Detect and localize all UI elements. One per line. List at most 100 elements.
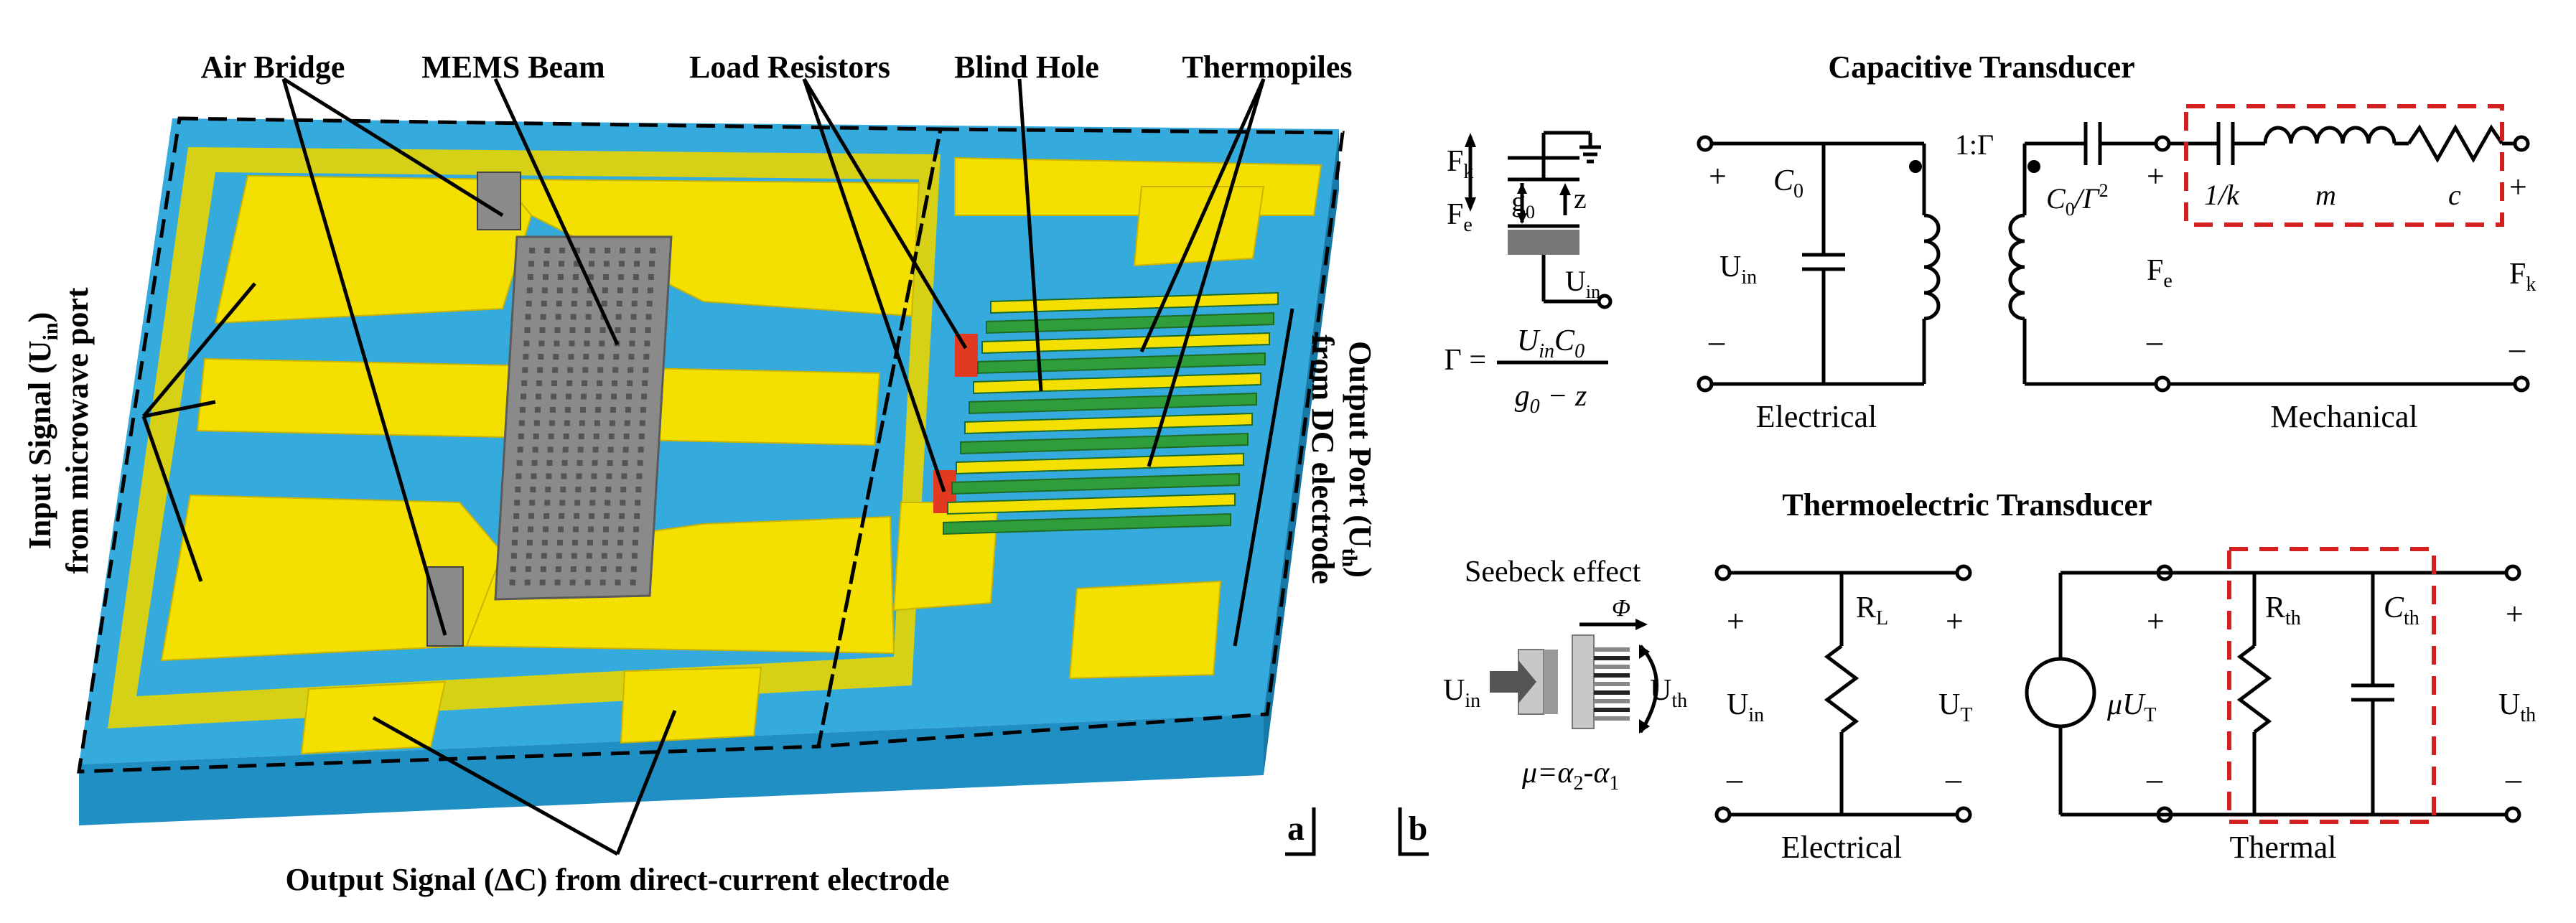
beam-hole [594, 407, 601, 413]
beam-hole [619, 513, 625, 519]
beam-hole [602, 287, 608, 294]
beam-hole [522, 367, 528, 373]
beam-hole [523, 340, 530, 347]
uin-inset-label: Uin [1565, 265, 1600, 302]
callout-labels: Air Bridge MEMS Beam Load Resistors Blin… [22, 50, 1378, 897]
beam-hole [642, 380, 648, 386]
fe-label: Fe [1447, 198, 1473, 236]
cap-plus-mid: + [2147, 159, 2165, 194]
cth-label: Cth [2384, 591, 2419, 629]
beam-holes [509, 248, 656, 586]
beam-hole [526, 540, 533, 545]
beam-hole [609, 420, 615, 426]
beam-hole [521, 380, 528, 386]
beam-hole [625, 407, 631, 413]
beam-hole [643, 354, 650, 360]
beam-hole [598, 354, 605, 360]
cap-mechanical-label: Mechanical [2270, 399, 2417, 434]
beam-hole [556, 301, 562, 306]
c0-gamma2-label: C0/Γ2 [2046, 180, 2109, 220]
beam-hole [605, 487, 612, 492]
right-pad-top [954, 156, 1322, 216]
beam-hole [528, 513, 535, 519]
svg-text:from microwave port: from microwave port [60, 287, 95, 573]
svg-text:from DC electrode: from DC electrode [1305, 334, 1340, 584]
th-plus-1: + [1727, 604, 1745, 639]
beam-hole [587, 540, 593, 545]
svg-text:Output Port (Uth): Output Port (Uth) [1338, 341, 1378, 578]
beam-hole [568, 354, 574, 360]
air-bridge-bottom [426, 566, 464, 647]
beam-hole [635, 500, 641, 506]
beam-hole [563, 434, 569, 439]
beam-hole [531, 473, 537, 479]
beam-hole [559, 500, 566, 506]
rth-label: Rth [2265, 591, 2301, 629]
cap-electrical-label: Electrical [1756, 399, 1877, 434]
beam-hole [589, 500, 596, 506]
beam-hole [645, 314, 652, 320]
cap-minus-right: – [2509, 331, 2526, 366]
uth-thermal-label: Uth [2498, 688, 2536, 726]
beam-hole [526, 553, 532, 559]
beam-hole [645, 327, 651, 333]
beam-hole [574, 248, 581, 253]
thermo-thermal-circuit [2025, 547, 2521, 824]
beam-hole [515, 473, 522, 479]
beam-hole [525, 314, 531, 320]
device-illustration [77, 116, 1345, 825]
beam-hole [509, 579, 515, 586]
beam-hole [571, 287, 578, 294]
cpw-ground-top [500, 178, 920, 317]
thermopile-strip [947, 492, 1236, 515]
beam-hole [635, 487, 642, 492]
thermo-electrical-circuit [1714, 564, 1972, 823]
turns-ratio: 1:Γ [1955, 128, 1994, 161]
beam-hole [527, 274, 533, 280]
beam-hole [618, 526, 625, 533]
fk-right-label: Fk [2509, 258, 2536, 296]
label-output-port: Output Port (Uth) from DC electrode [1305, 334, 1378, 584]
label-thermopiles: Thermopiles [1182, 50, 1352, 85]
beam-hole [556, 553, 562, 559]
beam-hole [557, 274, 564, 280]
current-source [2025, 657, 2096, 728]
beam-hole [630, 327, 636, 333]
air-bridge-top [477, 172, 521, 230]
label-load-resistors: Load Resistors [689, 50, 890, 85]
beam-hole [632, 287, 638, 294]
beam-hole [573, 526, 579, 533]
beam-hole [574, 500, 581, 506]
beam-hole [559, 513, 565, 519]
beam-hole [591, 473, 597, 479]
beam-hole [589, 261, 595, 267]
beam-hole [624, 420, 630, 426]
beam-hole [538, 354, 544, 360]
capacitive-transducer: Capacitive Transducer Fk Fe g0 z Uin Γ =… [1445, 50, 2537, 434]
beam-hole [566, 393, 572, 400]
thermopiles [943, 291, 1279, 535]
beam-hole [569, 327, 576, 333]
cap-plus-left: + [1709, 159, 1727, 194]
beam-hole [540, 314, 546, 320]
beam-hole [637, 460, 643, 466]
cap-minus-mid: – [2146, 324, 2163, 359]
beam-hole [526, 287, 533, 294]
beam-hole [571, 553, 577, 559]
dc-pad-2 [1068, 580, 1222, 680]
beam-hole [600, 566, 607, 572]
phi-label: Φ [1612, 595, 1630, 622]
beam-hole [611, 393, 617, 400]
inv-k-label: 1/k [2204, 179, 2240, 211]
thermopile-strip [951, 472, 1240, 495]
beam-hole [549, 407, 556, 413]
label-output-signal: Output Signal (ΔC) from direct-current e… [286, 862, 950, 897]
beam-hole [529, 500, 536, 506]
z-label: z [1574, 182, 1587, 215]
beam-hole [569, 340, 575, 347]
m-label: m [2315, 179, 2336, 211]
beam-hole [555, 314, 561, 320]
beam-hole [633, 274, 639, 280]
beam-hole [529, 248, 536, 253]
cap-minus-left: – [1708, 324, 1725, 359]
